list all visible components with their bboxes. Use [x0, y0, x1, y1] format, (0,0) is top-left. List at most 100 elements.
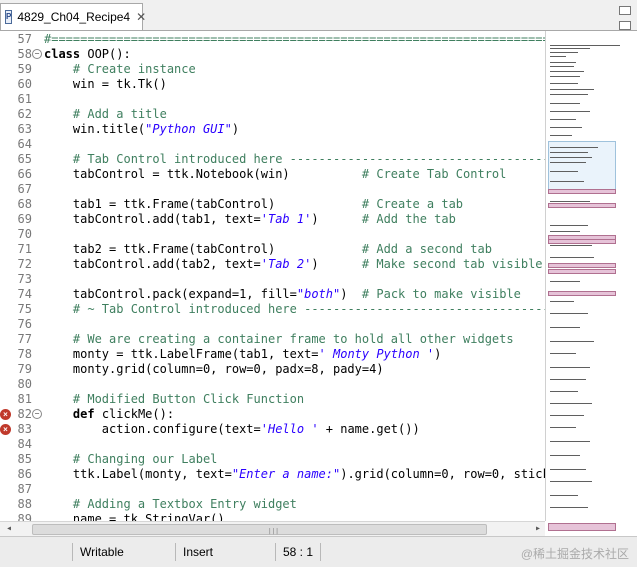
line-number: 63: [17, 122, 32, 136]
overview-line: [550, 71, 584, 72]
tab-title: 4829_Ch04_Recipe4: [17, 10, 131, 24]
line-number: 79: [17, 362, 32, 376]
status-insert-mode[interactable]: Insert: [183, 545, 214, 559]
line-number: 75: [17, 302, 32, 316]
code-text: # We are creating a container frame to h…: [72, 332, 514, 346]
code-line[interactable]: 82− × def clickMe():: [0, 407, 545, 422]
code-line[interactable]: 86 ttk.Label(monty, text="Enter a name:"…: [0, 467, 545, 482]
code-line[interactable]: 81 # Modified Button Click Function: [0, 392, 545, 407]
editor-tab-bar: P 4829_Ch04_Recipe4 ✕: [0, 0, 637, 31]
overview-line: [550, 89, 594, 90]
code-text: tabControl.add(tab2, text='Tab 2') # Mak…: [44, 257, 543, 271]
code-line[interactable]: 74 tabControl.pack(expand=1, fill="both"…: [0, 287, 545, 302]
code-line[interactable]: 59 # Create instance: [0, 62, 545, 77]
minimize-icon[interactable]: [619, 6, 631, 15]
code-line[interactable]: 63 win.title("Python GUI"): [0, 122, 545, 137]
error-marker-icon[interactable]: ×: [0, 409, 11, 420]
maximize-icon[interactable]: [619, 21, 631, 30]
line-number: 58: [17, 47, 32, 61]
overview-line: [550, 56, 566, 57]
overview-line: [550, 391, 578, 392]
code-line[interactable]: 68 tab1 = ttk.Frame(tabControl) # Create…: [0, 197, 545, 212]
code-line[interactable]: 89 name = tk.StringVar(): [0, 512, 545, 521]
editor-tab[interactable]: P 4829_Ch04_Recipe4 ✕: [0, 3, 147, 30]
close-icon[interactable]: ✕: [136, 10, 147, 24]
overview-line: [550, 379, 586, 380]
code-text: ttk.Label(monty, text="Enter a name:").g…: [44, 467, 545, 481]
code-text: name = tk.StringVar(): [44, 512, 225, 521]
line-number: 82: [17, 407, 32, 421]
horizontal-scrollbar[interactable]: ◂ ||| ▸: [0, 521, 545, 538]
line-number: 67: [17, 182, 32, 196]
status-divider: [72, 543, 73, 561]
code-line[interactable]: 65 # Tab Control introduced here -------…: [0, 152, 545, 167]
code-text: monty = ttk.LabelFrame(tab1, text=' Mont…: [44, 347, 442, 361]
code-line[interactable]: 77 # We are creating a container frame t…: [0, 332, 545, 347]
code-line[interactable]: 61: [0, 92, 545, 107]
line-number: 88: [17, 497, 32, 511]
line-number: 64: [17, 137, 32, 151]
overview-line: [550, 103, 580, 104]
code-text: tabControl.add(tab1, text='Tab 1') # Add…: [44, 212, 456, 226]
line-number: 78: [17, 347, 32, 361]
code-line[interactable]: 88 # Adding a Textbox Entry widget: [0, 497, 545, 512]
code-text: monty.grid(column=0, row=0, padx=8, pady…: [44, 362, 384, 376]
code-line[interactable]: 78 monty = ttk.LabelFrame(tab1, text=' M…: [0, 347, 545, 362]
overview-line: [550, 135, 572, 136]
code-text: tabControl = ttk.Notebook(win) # Create …: [44, 167, 507, 181]
watermark: @稀土掘金技术社区: [520, 547, 629, 561]
overview-line: [550, 201, 590, 202]
code-text: win.title("Python GUI"): [44, 122, 240, 136]
code-line[interactable]: 60 win = tk.Tk(): [0, 77, 545, 92]
code-line[interactable]: 57#=====================================…: [0, 32, 545, 47]
code-line[interactable]: 67: [0, 182, 545, 197]
code-line[interactable]: 76: [0, 317, 545, 332]
code-line[interactable]: 70: [0, 227, 545, 242]
overview-ruler[interactable]: [545, 31, 637, 531]
line-number: 87: [17, 482, 32, 496]
scroll-left-icon[interactable]: ◂: [6, 523, 13, 534]
code-line[interactable]: 75 # ~ Tab Control introduced here -----…: [0, 302, 545, 317]
overview-marker: [548, 291, 616, 296]
scroll-right-icon[interactable]: ▸: [534, 523, 541, 534]
code-line[interactable]: 64: [0, 137, 545, 152]
fold-toggle-icon[interactable]: −: [32, 409, 42, 419]
code-line[interactable]: 58−class OOP():: [0, 47, 545, 62]
overview-line: [550, 66, 574, 67]
scrollbar-thumb[interactable]: |||: [32, 524, 487, 535]
overview-line: [550, 507, 588, 508]
code-text: win = tk.Tk(): [44, 77, 167, 91]
overview-line: [550, 111, 590, 112]
code-text: # Modified Button Click Function: [72, 392, 305, 406]
overview-line: [550, 415, 584, 416]
overview-line: [550, 225, 588, 226]
code-line[interactable]: 87: [0, 482, 545, 497]
overview-line: [550, 441, 590, 442]
line-number: 61: [17, 92, 32, 106]
fold-toggle-icon[interactable]: −: [32, 49, 42, 59]
line-number: 86: [17, 467, 32, 481]
overview-line: [550, 245, 592, 246]
overview-line: [550, 341, 594, 342]
line-number: 89: [17, 512, 32, 521]
code-line[interactable]: 72 tabControl.add(tab2, text='Tab 2') # …: [0, 257, 545, 272]
code-line[interactable]: 62 # Add a title: [0, 107, 545, 122]
code-line[interactable]: 66 tabControl = ttk.Notebook(win) # Crea…: [0, 167, 545, 182]
code-line[interactable]: 79 monty.grid(column=0, row=0, padx=8, p…: [0, 362, 545, 377]
error-marker-icon[interactable]: ×: [0, 424, 11, 435]
code-editor[interactable]: 57#=====================================…: [0, 30, 637, 538]
code-line[interactable]: 80: [0, 377, 545, 392]
line-number: 60: [17, 77, 32, 91]
code-line[interactable]: 69 tabControl.add(tab1, text='Tab 1') # …: [0, 212, 545, 227]
code-line[interactable]: 85 # Changing our Label: [0, 452, 545, 467]
overview-line: [550, 367, 590, 368]
code-line[interactable]: 83× action.configure(text='Hello ' + nam…: [0, 422, 545, 437]
code-line[interactable]: 73: [0, 272, 545, 287]
code-lines[interactable]: 57#=====================================…: [0, 31, 545, 521]
line-number: 69: [17, 212, 32, 226]
code-line[interactable]: 71 tab2 = ttk.Frame(tabControl) # Add a …: [0, 242, 545, 257]
code-line[interactable]: 84: [0, 437, 545, 452]
overview-line: [550, 281, 580, 282]
code-text: def clickMe():: [72, 407, 175, 421]
line-number: 65: [17, 152, 32, 166]
